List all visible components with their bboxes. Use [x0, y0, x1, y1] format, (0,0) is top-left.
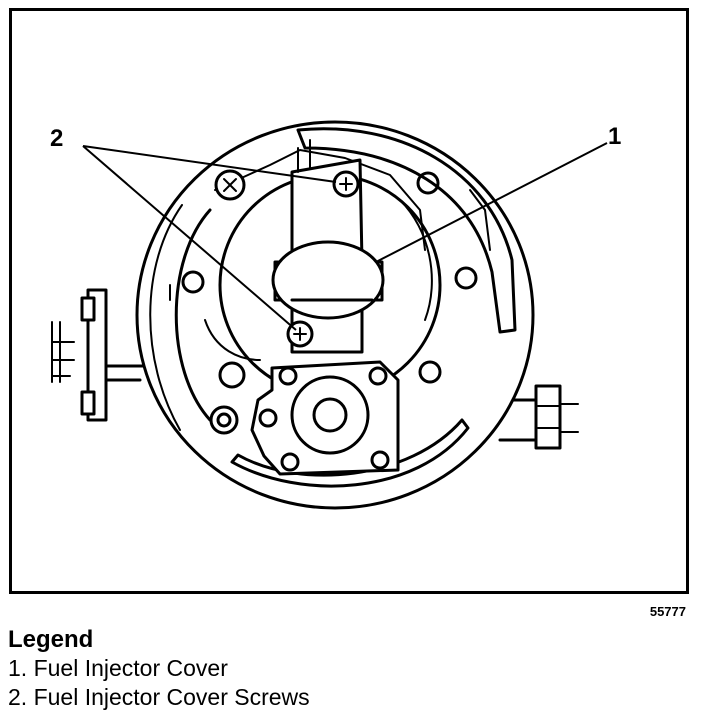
- mounting-holes: [181, 171, 478, 389]
- cover-screw-upper-right: [332, 170, 360, 198]
- leader-line-2b: [82, 145, 297, 331]
- figure-frame: [9, 8, 689, 594]
- flange-plate: [214, 149, 426, 251]
- injector-cap: [271, 240, 385, 320]
- leader-line-1: [375, 142, 608, 263]
- throttle-position-sensor: [290, 375, 370, 455]
- lower-arm: [230, 418, 470, 488]
- figure-number: 55777: [649, 604, 686, 619]
- legend-title: Legend: [8, 626, 94, 653]
- mounting-flange: [174, 208, 212, 422]
- left-fitting: [51, 288, 152, 422]
- leader-line-2a: [82, 145, 337, 183]
- cover-screw-upper-left: [214, 169, 246, 201]
- lower-left-screw: [209, 405, 239, 435]
- legend: Legend 1. Fuel Injector Cover 2. Fuel In…: [8, 626, 310, 712]
- right-fitting: [498, 384, 579, 450]
- callout-2: 2: [50, 125, 63, 152]
- legend-item-2: 2. Fuel Injector Cover Screws: [8, 684, 310, 710]
- legend-item-1: 1. Fuel Injector Cover: [8, 655, 228, 681]
- callout-1: 1: [608, 123, 621, 150]
- right-bracket: [296, 127, 517, 334]
- throttle-body-diagram: 1 2: [50, 120, 621, 510]
- leader-lines: [82, 142, 608, 331]
